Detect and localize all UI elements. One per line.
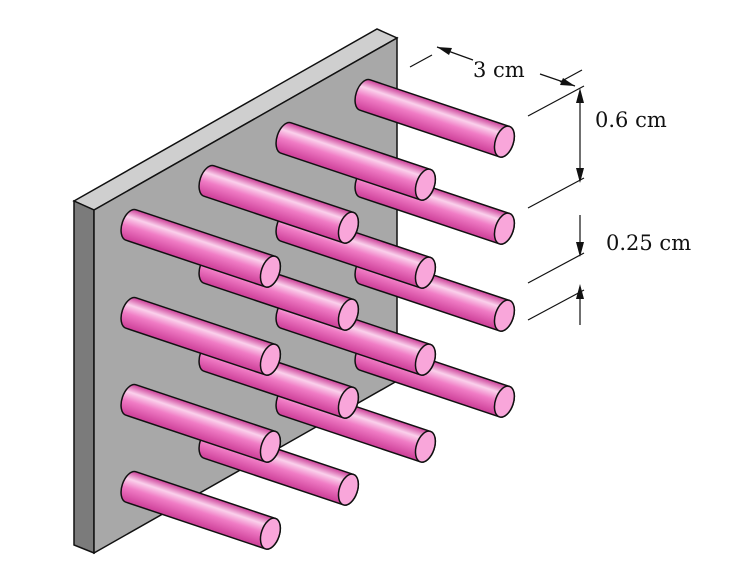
pin-end-cap — [337, 298, 360, 331]
pin-end-cap — [337, 386, 360, 419]
pin-end-cap — [259, 255, 282, 288]
spacing-label: 0.6 cm — [595, 108, 667, 132]
pin-fin — [120, 470, 282, 550]
pin-end-cap — [493, 125, 516, 158]
pin-end-cap — [259, 430, 282, 463]
pin-end-cap — [493, 385, 516, 418]
pin-end-cap — [259, 343, 282, 376]
pin-fin — [120, 296, 282, 376]
pin-array — [120, 78, 516, 550]
pin-fin — [275, 121, 437, 201]
diameter-label: 0.25 cm — [606, 231, 691, 255]
pin-end-cap — [259, 517, 282, 550]
pin-fin — [120, 208, 282, 288]
pin-fin — [354, 78, 516, 158]
plate-side-face — [73, 199, 95, 555]
diameter-dimension: 0.25 cm — [527, 215, 691, 325]
spacing-extension-line-bottom — [527, 177, 585, 209]
pin-end-cap — [337, 211, 360, 244]
pin-end-cap — [414, 168, 437, 201]
spacing-arrow-bottom — [576, 168, 584, 183]
diameter-extension-line-bottom — [527, 289, 585, 321]
pin-end-cap — [493, 299, 516, 332]
dimension-annotations: 3 cm 0.6 cm 0.25 cm — [409, 46, 691, 325]
spacing-extension-line-top — [527, 85, 585, 117]
length-arrow-right — [560, 78, 575, 86]
pin-end-cap — [337, 473, 360, 506]
diameter-arrow-top — [576, 242, 584, 257]
pin-fin — [120, 383, 282, 463]
spacing-arrow-top — [576, 88, 584, 103]
length-dimension: 3 cm — [409, 46, 583, 87]
pin-fin — [198, 164, 360, 244]
diameter-arrow-bottom — [576, 284, 584, 299]
length-label: 3 cm — [473, 58, 525, 82]
length-extension-line-start — [409, 54, 433, 68]
pin-end-cap — [414, 343, 437, 376]
pin-end-cap — [414, 430, 437, 463]
diameter-extension-line-top — [527, 252, 585, 284]
length-arrow-left — [437, 47, 452, 55]
spacing-dimension: 0.6 cm — [527, 85, 667, 209]
pin-end-cap — [414, 256, 437, 289]
pin-end-cap — [493, 212, 516, 245]
